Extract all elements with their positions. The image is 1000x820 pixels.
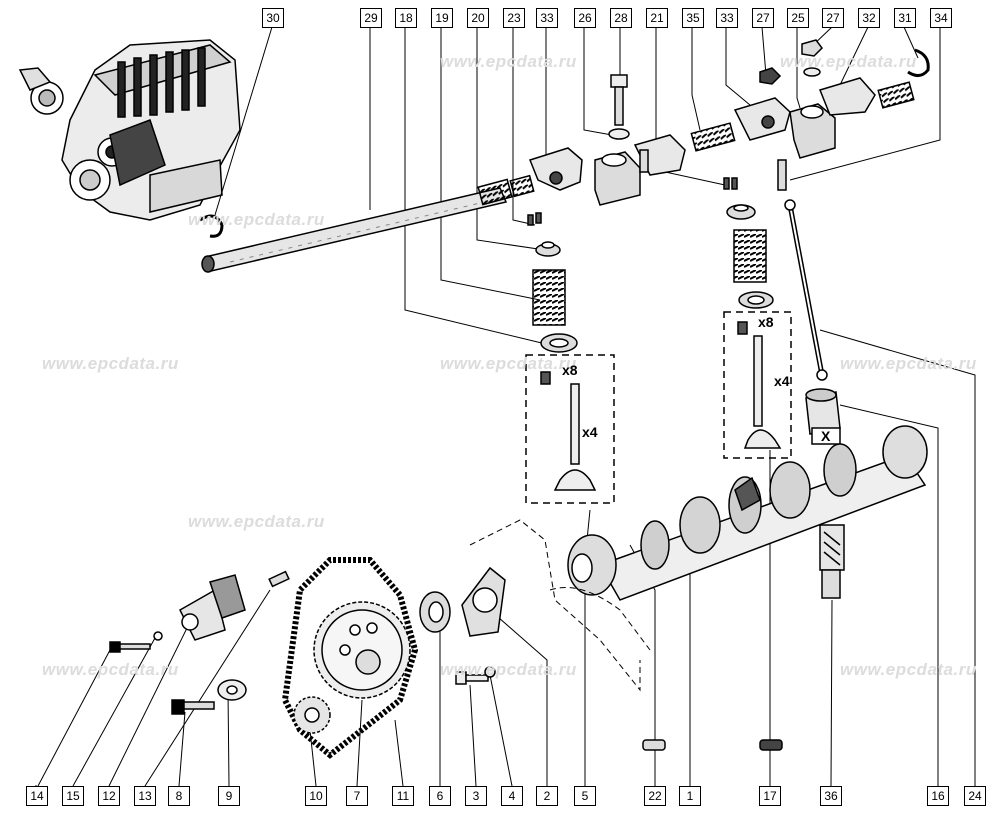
callout-8: 8: [168, 786, 190, 806]
callout-12: 12: [98, 786, 120, 806]
callout-33: 33: [716, 8, 738, 28]
valve-assembly-left: [525, 212, 615, 504]
callout-35: 35: [682, 8, 704, 28]
callout-30: 30: [262, 8, 284, 28]
callout-23: 23: [503, 8, 525, 28]
quantity-label: x4: [774, 373, 790, 389]
callout-7: 7: [346, 786, 368, 806]
sprocket-bolt: [171, 679, 247, 715]
callout-2: 2: [536, 786, 558, 806]
callout-25: 25: [787, 8, 809, 28]
watermark: www.epcdata.ru: [840, 660, 977, 679]
callout-33: 33: [536, 8, 558, 28]
callout-24: 24: [964, 786, 986, 806]
callout-27: 27: [752, 8, 774, 28]
camshaft: [567, 425, 928, 601]
callout-3: 3: [465, 786, 487, 806]
callout-6: 6: [429, 786, 451, 806]
callout-14: 14: [26, 786, 48, 806]
rocker-assemblies: [529, 77, 876, 206]
adjuster-screws: [639, 149, 787, 191]
circlip: [199, 214, 224, 238]
callout-36: 36: [820, 786, 842, 806]
block-outline: [469, 519, 651, 692]
seal-parts: [642, 739, 783, 751]
valve-assembly-right: [723, 177, 792, 459]
quantity-label: x4: [582, 424, 598, 440]
watermark: www.epcdata.ru: [188, 210, 325, 229]
callout-1: 1: [679, 786, 701, 806]
quantity-label: x8: [562, 362, 578, 378]
watermark: www.epcdata.ru: [840, 354, 977, 373]
fasteners-top: [608, 39, 823, 140]
thrust-plate-and-seal: [419, 566, 506, 637]
pushrod-and-tappet: [784, 199, 841, 445]
rocker-shaft: [201, 187, 508, 273]
callout-13: 13: [134, 786, 156, 806]
callout-4: 4: [501, 786, 523, 806]
quantity-label: X: [821, 428, 831, 444]
callout-20: 20: [467, 8, 489, 28]
callout-17: 17: [759, 786, 781, 806]
watermark: www.epcdata.ru: [780, 52, 917, 71]
drive-gear: [819, 524, 845, 599]
callout-11: 11: [392, 786, 414, 806]
watermark: www.epcdata.ru: [188, 512, 325, 531]
rocker-springs: [477, 81, 915, 206]
watermark: www.epcdata.ru: [42, 354, 179, 373]
callout-16: 16: [927, 786, 949, 806]
watermark: www.epcdata.ru: [42, 660, 179, 679]
callout-29: 29: [360, 8, 382, 28]
callout-26: 26: [574, 8, 596, 28]
callout-31: 31: [894, 8, 916, 28]
timing-chain: [281, 557, 419, 759]
callout-27: 27: [822, 8, 844, 28]
callout-15: 15: [62, 786, 84, 806]
watermark: www.epcdata.ru: [440, 52, 577, 71]
chain-tensioner: [109, 570, 290, 653]
callout-32: 32: [858, 8, 880, 28]
watermark: www.epcdata.ru: [440, 660, 577, 679]
callout-34: 34: [930, 8, 952, 28]
callout-22: 22: [644, 786, 666, 806]
callout-21: 21: [646, 8, 668, 28]
thrust-bolt: [455, 666, 496, 685]
engine-overview: [18, 39, 241, 221]
crankshaft-sprocket: [293, 696, 331, 734]
callout-28: 28: [610, 8, 632, 28]
callout-5: 5: [574, 786, 596, 806]
watermark: www.epcdata.ru: [440, 354, 577, 373]
callout-9: 9: [218, 786, 240, 806]
circlip-right: [907, 48, 930, 77]
callout-18: 18: [395, 8, 417, 28]
camshaft-sprocket: [313, 601, 411, 699]
callout-10: 10: [305, 786, 327, 806]
callout-19: 19: [431, 8, 453, 28]
quantity-label: x8: [758, 314, 774, 330]
